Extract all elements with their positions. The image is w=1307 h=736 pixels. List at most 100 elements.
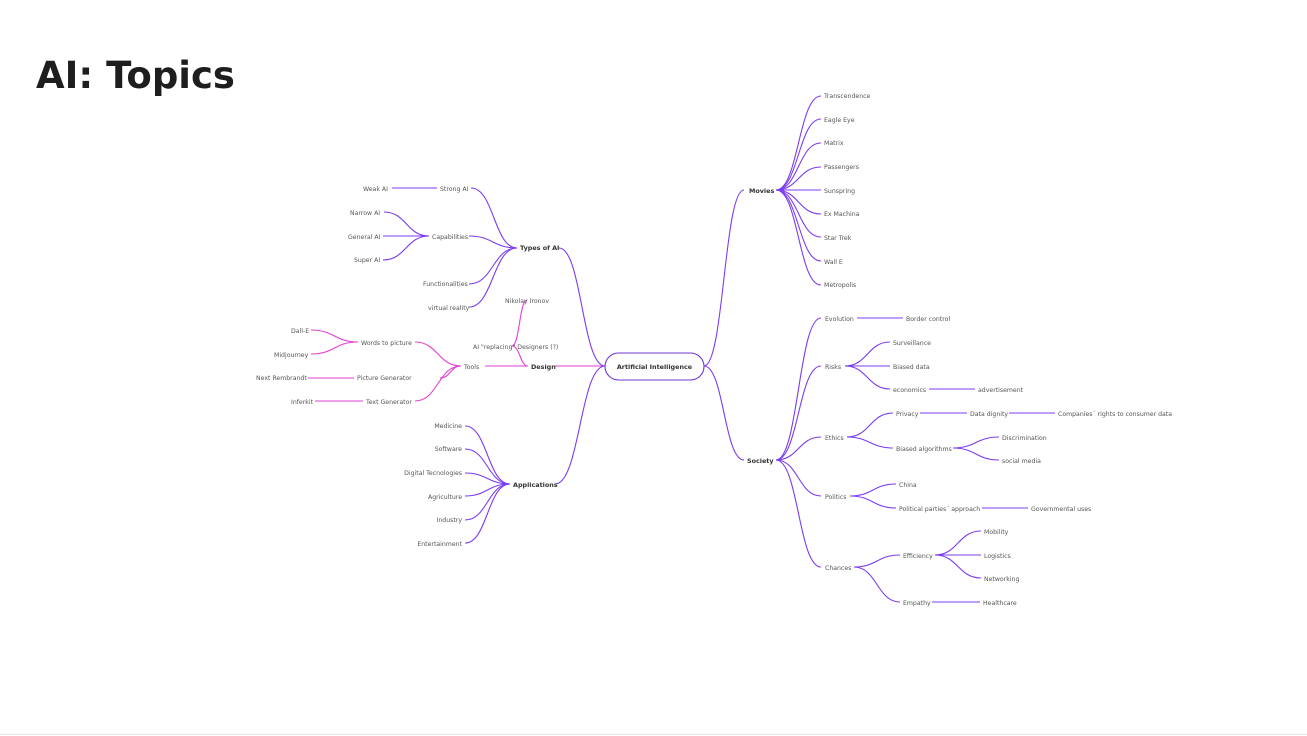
node-governmental-uses[interactable]: Governmental uses	[1031, 506, 1091, 513]
connector-line	[775, 189, 822, 262]
node-inferkit[interactable]: Inferkit	[291, 399, 314, 406]
connector-line	[775, 95, 822, 191]
node-biased-algorithms[interactable]: Biased algorithms	[896, 446, 952, 453]
node-movie-item[interactable]: Ex Machina	[824, 211, 860, 218]
node-weak-ai[interactable]: Weak AI	[363, 186, 388, 193]
node-application-item[interactable]: Software	[435, 446, 462, 453]
node-text-generator[interactable]: Text Generator	[365, 399, 412, 406]
center-node[interactable]: Artificial Intelligence	[617, 363, 693, 371]
connector-line	[554, 365, 606, 485]
node-movie-item[interactable]: Matrix	[824, 140, 844, 147]
connector-line	[775, 166, 822, 191]
node-tools[interactable]: Tools	[463, 364, 479, 371]
node-virtual-reality[interactable]: virtual reality	[428, 305, 470, 312]
node-types-of-ai[interactable]: Types of AI	[520, 244, 559, 252]
node-ethics[interactable]: Ethics	[825, 435, 844, 442]
node-empathy[interactable]: Empathy	[903, 600, 931, 607]
connector-line	[703, 365, 745, 461]
center-node-outline[interactable]	[604, 352, 705, 381]
connector-line	[703, 189, 745, 367]
node-design[interactable]: Design	[531, 363, 556, 371]
connector-line	[775, 459, 822, 497]
node-risks[interactable]: Risks	[825, 364, 841, 371]
node-mobility[interactable]: Mobility	[984, 529, 1009, 536]
page-title: AI: Topics	[36, 54, 235, 97]
node-nikolay-ironov[interactable]: Nikolay Ironov	[505, 298, 549, 305]
node-networking[interactable]: Networking	[984, 576, 1019, 583]
node-picture-generator[interactable]: Picture Generator	[357, 375, 412, 382]
node-border-control[interactable]: Border control	[906, 316, 950, 323]
node-movies[interactable]: Movies	[749, 187, 774, 195]
node-movie-item[interactable]: Transcendence	[823, 93, 871, 100]
node-midjourney[interactable]: Midjourney	[274, 352, 309, 359]
connector-line	[846, 412, 894, 438]
connector-line	[310, 341, 359, 355]
node-movie-item[interactable]: Sunspring	[824, 188, 855, 195]
node-next-rembrandt[interactable]: Next Rembrandt	[256, 375, 307, 382]
node-discrimination[interactable]: Discrimination	[1002, 435, 1047, 442]
node-movie-item[interactable]: Metropolis	[824, 282, 856, 289]
connector-line	[558, 247, 606, 367]
node-society[interactable]: Society	[747, 457, 774, 465]
node-advertisement[interactable]: advertisement	[978, 387, 1024, 394]
connector-line	[934, 530, 982, 556]
node-application-item[interactable]: Digital Tecnologies	[404, 470, 462, 477]
connector-line	[775, 142, 822, 191]
connector-line	[952, 447, 1000, 461]
node-movie-item[interactable]: Star Trek	[824, 235, 852, 242]
node-application-item[interactable]: Entertainment	[417, 541, 462, 548]
node-data-dignity[interactable]: Data dignity	[970, 411, 1008, 418]
connector-line	[849, 483, 897, 497]
bottom-divider	[0, 734, 1307, 735]
node-application-item[interactable]: Agriculture	[428, 494, 462, 501]
node-healthcare[interactable]: Healthcare	[983, 600, 1017, 607]
node-dall-e[interactable]: Dall-E	[291, 328, 309, 335]
connector-line	[775, 189, 822, 238]
connector-line	[775, 459, 822, 568]
node-privacy[interactable]: Privacy	[896, 411, 919, 418]
node-china[interactable]: China	[899, 482, 917, 489]
connector-line	[468, 235, 518, 249]
node-application-item[interactable]: Medicine	[434, 423, 462, 430]
node-logistics[interactable]: Logistics	[984, 553, 1011, 560]
node-biased-data[interactable]: Biased data	[893, 364, 930, 371]
node-economics[interactable]: economics	[893, 387, 926, 394]
connector-line	[464, 448, 511, 485]
node-politics[interactable]: Politics	[825, 494, 847, 501]
node-movie-item[interactable]: Passengers	[824, 164, 859, 171]
node-surveillance[interactable]: Surveillance	[893, 340, 931, 347]
connector-line	[414, 341, 462, 367]
node-movie-item[interactable]: Wall E	[824, 259, 843, 266]
node-general-ai[interactable]: General AI	[348, 234, 381, 241]
connector-line	[775, 118, 822, 191]
connector-line	[310, 329, 359, 343]
node-application-item[interactable]: Industry	[437, 517, 463, 524]
node-companies-rights[interactable]: Companies´ rights to consumer data	[1058, 410, 1172, 418]
node-applications[interactable]: Applications	[513, 481, 558, 489]
mind-map-connectors	[308, 95, 1055, 603]
node-ai-replacing-designers[interactable]: AI "replacing" Designers (?)	[473, 344, 558, 351]
connector-line	[853, 566, 901, 603]
node-words-to-picture[interactable]: Words to picture	[361, 340, 412, 347]
node-social-media[interactable]: social media	[1002, 458, 1041, 465]
node-super-ai[interactable]: Super AI	[354, 257, 380, 264]
connector-line	[846, 436, 894, 449]
node-strong-ai[interactable]: Strong AI	[440, 186, 469, 193]
connector-line	[464, 425, 511, 485]
node-movie-item[interactable]: Eagle Eye	[824, 117, 855, 124]
connector-line	[468, 247, 518, 285]
node-functionalities[interactable]: Functionalities	[423, 281, 468, 288]
node-chances[interactable]: Chances	[825, 565, 851, 572]
node-efficiency[interactable]: Efficiency	[903, 553, 933, 560]
connector-line	[470, 187, 518, 249]
node-capabilities[interactable]: Capabilities	[432, 234, 468, 241]
connector-line	[853, 554, 901, 568]
node-narrow-ai[interactable]: Narrow AI	[350, 210, 380, 217]
connector-line	[775, 317, 822, 461]
node-evolution[interactable]: Evolution	[825, 316, 854, 323]
connector-line	[511, 299, 528, 347]
connector-line	[468, 247, 518, 308]
node-political-parties[interactable]: Political parties´ approach	[899, 505, 980, 513]
connector-line	[844, 365, 891, 390]
